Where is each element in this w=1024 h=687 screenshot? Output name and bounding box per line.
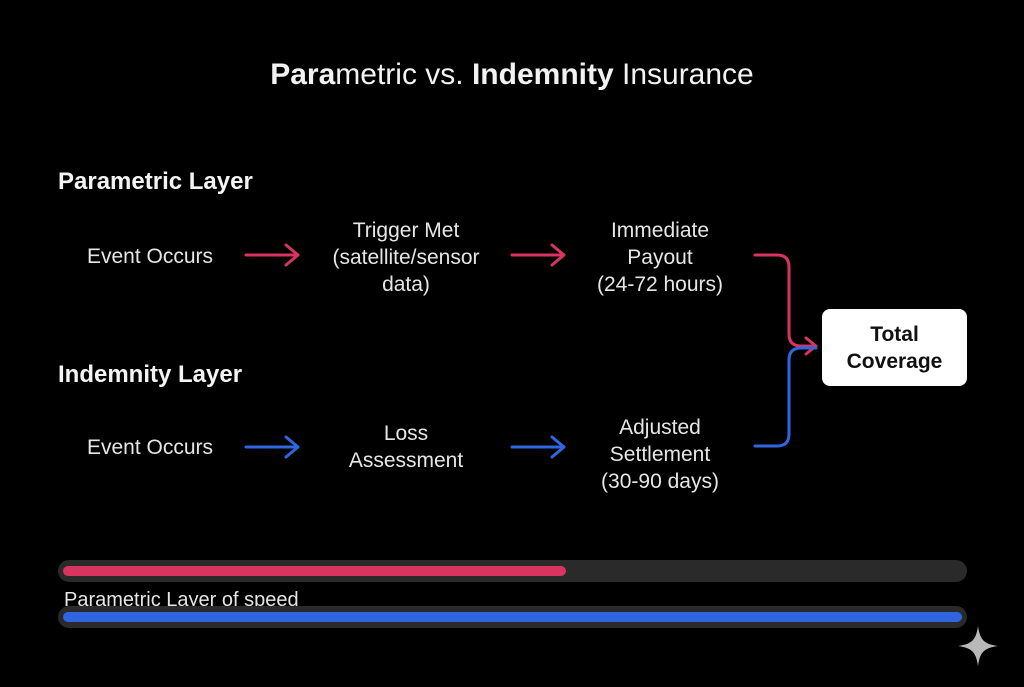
indemnity-merge-connector (753, 346, 818, 448)
title-part-4: Insurance (613, 58, 754, 91)
title-part-3: Indemnity (471, 58, 614, 91)
parametric-merge-connector (753, 253, 818, 356)
title-part-1: Para (270, 58, 336, 91)
indemnity-arrow-1 (244, 435, 300, 459)
speed-bar-caption: Parametric Layer of speed (64, 589, 299, 611)
parametric-arrow-1 (244, 243, 300, 267)
parametric-layer-label: Parametric Layer (58, 168, 253, 195)
parametric-step-payout: Immediate Payout (24-72 hours) (596, 219, 724, 296)
parametric-step-event: Event Occurs (86, 245, 214, 268)
indemnity-speed-bar (58, 606, 967, 628)
indemnity-layer-label: Indemnity Layer (58, 361, 243, 388)
indemnity-speed-fill (63, 612, 962, 622)
parametric-arrow-2 (510, 243, 566, 267)
title-part-2: metric vs. (335, 58, 472, 91)
total-coverage-box: Total Coverage (822, 309, 967, 386)
indemnity-step-event: Event Occurs (86, 436, 214, 459)
indemnity-step-settlement: Adjusted Settlement (30-90 days) (601, 416, 719, 493)
diagram-title: Parametric vs. Indemnity Insurance (0, 58, 1024, 92)
parametric-speed-bar (58, 560, 967, 582)
indemnity-step-assessment: Loss Assessment (348, 422, 464, 472)
parametric-speed-fill (63, 566, 566, 576)
sparkle-icon (958, 626, 998, 666)
indemnity-arrow-2 (510, 435, 566, 459)
parametric-step-trigger: Trigger Met (satellite/sensor data) (332, 219, 480, 296)
